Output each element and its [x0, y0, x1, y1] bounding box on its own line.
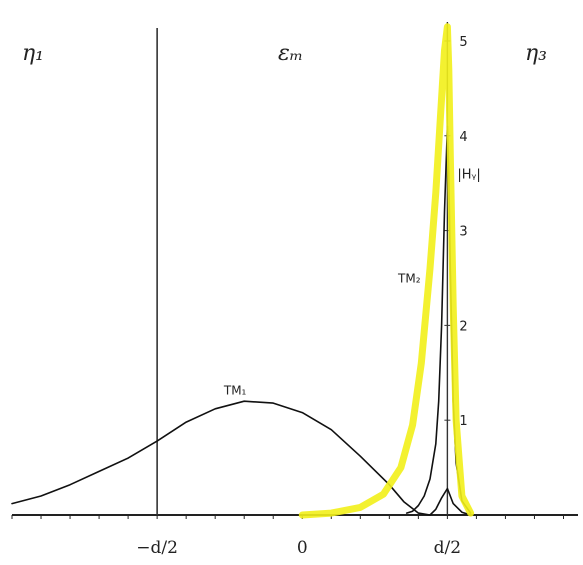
y-axis-label: |Hᵧ| [457, 167, 480, 182]
axes: 1 2 3 4 5 |Hᵧ| −d/2 0 d/2 [11, 22, 578, 558]
labels: η₁ εₘ η₃ TM₁ TM₂ [22, 41, 547, 398]
x-tick-label: −d/2 [136, 538, 178, 558]
region-label: η₁ [22, 41, 44, 66]
mode-label: TM₁ [223, 384, 247, 398]
mode-label: TM₂ [397, 272, 421, 286]
y-tick-label: 4 [459, 130, 467, 145]
y-tick-label: 1 [459, 414, 467, 429]
x-tick-label: d/2 [434, 538, 461, 558]
mode-curve-1 [11, 400, 472, 516]
y-tick-label: 3 [459, 225, 467, 240]
x-tick-label: 0 [297, 538, 308, 558]
y-tick-label: 5 [459, 35, 467, 50]
highlight-curve [298, 23, 475, 519]
curves [11, 23, 475, 519]
region-label: η₃ [525, 41, 547, 66]
region-label: εₘ [278, 41, 303, 66]
y-tick-label: 2 [459, 319, 467, 334]
